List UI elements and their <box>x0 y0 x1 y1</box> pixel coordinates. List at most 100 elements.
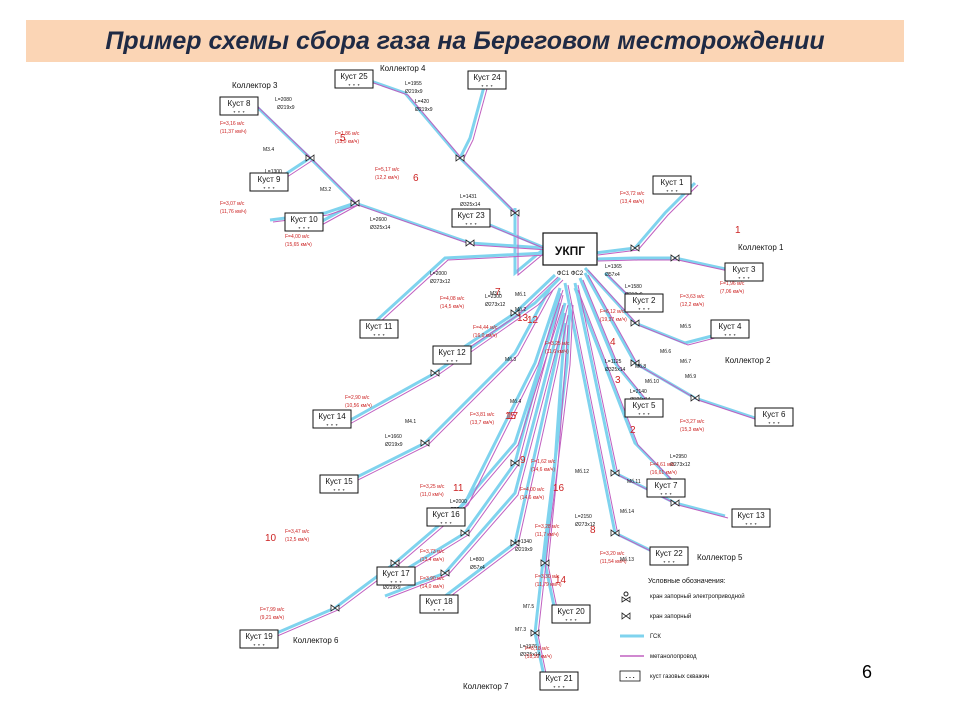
flow-label: F=3,73 м/с <box>420 549 445 555</box>
flow-label: (9,21 км/ч) <box>260 615 284 621</box>
gsk-pipe <box>458 82 487 159</box>
valve-icon <box>305 154 315 162</box>
well-dots-icon: ∘ ∘ ∘ <box>390 579 402 585</box>
well-box <box>624 398 664 418</box>
pipe-label: Ø219х9 <box>415 107 433 113</box>
well-dots-icon: ∘ ∘ ∘ <box>433 607 445 613</box>
flow-label: F=6,12 м/с <box>600 309 625 315</box>
junction-label: Мб.8 <box>635 364 646 370</box>
well-cluster-w16: Куст 16∘ ∘ ∘ <box>426 507 466 527</box>
junction-label: Мб.9 <box>685 374 696 380</box>
junction-label: М7.3 <box>515 627 526 633</box>
well-box <box>219 96 259 116</box>
legend-title: Условные обозначения: <box>648 577 726 585</box>
collector-label-k5: Коллектор 5 <box>697 553 743 562</box>
well-box <box>432 345 472 365</box>
zone-number: 2 <box>630 425 636 436</box>
valve-icon <box>330 604 340 612</box>
well-label: Куст 6 <box>763 410 786 419</box>
legend-item-valve: кран запорный <box>621 612 691 620</box>
flow-label: (15,3 км/ч) <box>680 427 704 433</box>
zone-number: 17 <box>507 411 519 422</box>
flow-label: (18,59 км/ч) <box>525 654 552 660</box>
well-box <box>724 262 764 282</box>
well-cluster-w7: Куст 7∘ ∘ ∘ <box>646 478 686 498</box>
well-cluster-w23: Куст 23∘ ∘ ∘ <box>451 208 491 228</box>
flow-label: F=3,20 м/с <box>600 551 625 557</box>
ukpg-sublabel: ФС1 ФС2 <box>557 271 584 277</box>
methanol-pipe <box>367 254 549 334</box>
well-cluster-w22: Куст 22∘ ∘ ∘ <box>649 546 689 566</box>
gsk-pipe <box>583 266 736 345</box>
flow-label: F=3,30 м/с <box>535 574 560 580</box>
well-label: Куст 21 <box>545 674 573 683</box>
well-cluster-w3: Куст 3∘ ∘ ∘ <box>724 262 764 282</box>
well-label: Куст 25 <box>340 72 368 81</box>
gsk-pipe <box>399 292 562 575</box>
valve-icon <box>540 559 550 567</box>
ukpg-label: УКПГ <box>555 244 585 258</box>
valve-icon <box>510 459 520 467</box>
well-label: Куст 20 <box>557 607 585 616</box>
flow-label: F=3,47 м/с <box>285 529 310 535</box>
methanol-pipe <box>537 304 574 684</box>
flow-label: F=8,18 м/с <box>525 646 550 652</box>
zone-number: 15 <box>505 411 517 422</box>
methanol-pipe <box>442 314 569 603</box>
well-box <box>419 594 459 614</box>
valve-icon <box>420 439 430 447</box>
well-label: Куст 12 <box>438 348 466 357</box>
flow-label: (11,76 км/ч) <box>220 209 247 215</box>
well-box <box>334 69 374 89</box>
pipe-label: Ø219х9 <box>515 547 533 553</box>
zone-number: 6 <box>413 173 419 184</box>
flow-label: (11,0 км/ч) <box>420 492 444 498</box>
well-box <box>649 546 689 566</box>
junction-label: Мб.11 <box>627 479 641 485</box>
well-cluster-w18: Куст 18∘ ∘ ∘ <box>419 594 459 614</box>
well-box <box>426 507 466 527</box>
gsk-pipe <box>453 302 562 514</box>
valve-icon <box>621 612 631 620</box>
junction-label: М3.4 <box>263 147 274 153</box>
well-cluster-w17: Куст 17∘ ∘ ∘ <box>376 566 416 586</box>
well-box <box>539 671 579 691</box>
zone-number: 11 <box>453 483 464 494</box>
pipe-label: L=1660 <box>385 434 402 440</box>
flow-label: (15,0 км/ч) <box>335 139 359 145</box>
legend-label: куст газовых скважин <box>650 674 709 680</box>
flow-label: (11,6 км/ч) <box>545 349 569 355</box>
legend-item-gsk: ГСК <box>620 634 661 640</box>
well-dots-icon: ∘ ∘ ∘ <box>638 411 650 417</box>
gsk-pipe <box>594 181 697 255</box>
gsk-pipe <box>344 287 552 485</box>
well-dots-icon: ∘ ∘ ∘ <box>724 332 736 338</box>
gsk-pipe <box>264 287 562 640</box>
junction-label: Мб.1 <box>515 292 526 298</box>
flow-label: F=7,99 м/с <box>260 607 285 613</box>
well-dots-icon: ∘ ∘ ∘ <box>446 358 458 364</box>
junction-label: М3.2 <box>320 187 331 193</box>
flow-label: F=5,17 м/с <box>375 167 400 173</box>
well-cluster-w6: Куст 6∘ ∘ ∘ <box>754 407 794 427</box>
junction-label: Мб.7 <box>680 359 691 365</box>
methanol-pipe <box>347 279 564 426</box>
flow-label: (14,6 км/ч) <box>520 495 544 501</box>
title-bar: Пример схемы сбора газа на Береговом мес… <box>26 20 904 62</box>
methanol-pipe <box>347 289 554 486</box>
well-dots-icon: ∘ ∘ ∘ <box>298 225 310 231</box>
well-label: Куст 3 <box>733 265 756 274</box>
pipe-label: L=2140 <box>630 389 647 395</box>
well-dots-icon: ∘ ∘ ∘ <box>738 275 750 281</box>
methanol-pipe <box>582 279 654 409</box>
well-label: Куст 24 <box>473 73 501 82</box>
pipe-label: L=2950 <box>670 454 687 460</box>
pipe-label: Ø273х12 <box>575 522 596 528</box>
flow-label: (11,79 км/ч) <box>535 582 562 588</box>
methanol-pipe <box>597 259 734 273</box>
pipe-label: L=2150 <box>575 514 592 520</box>
well-label: Куст 13 <box>737 511 765 520</box>
page-title: Пример схемы сбора газа на Береговом мес… <box>105 26 825 55</box>
pipe-label: L=1955 <box>405 81 422 87</box>
pipe-label: L=1340 <box>515 539 532 545</box>
